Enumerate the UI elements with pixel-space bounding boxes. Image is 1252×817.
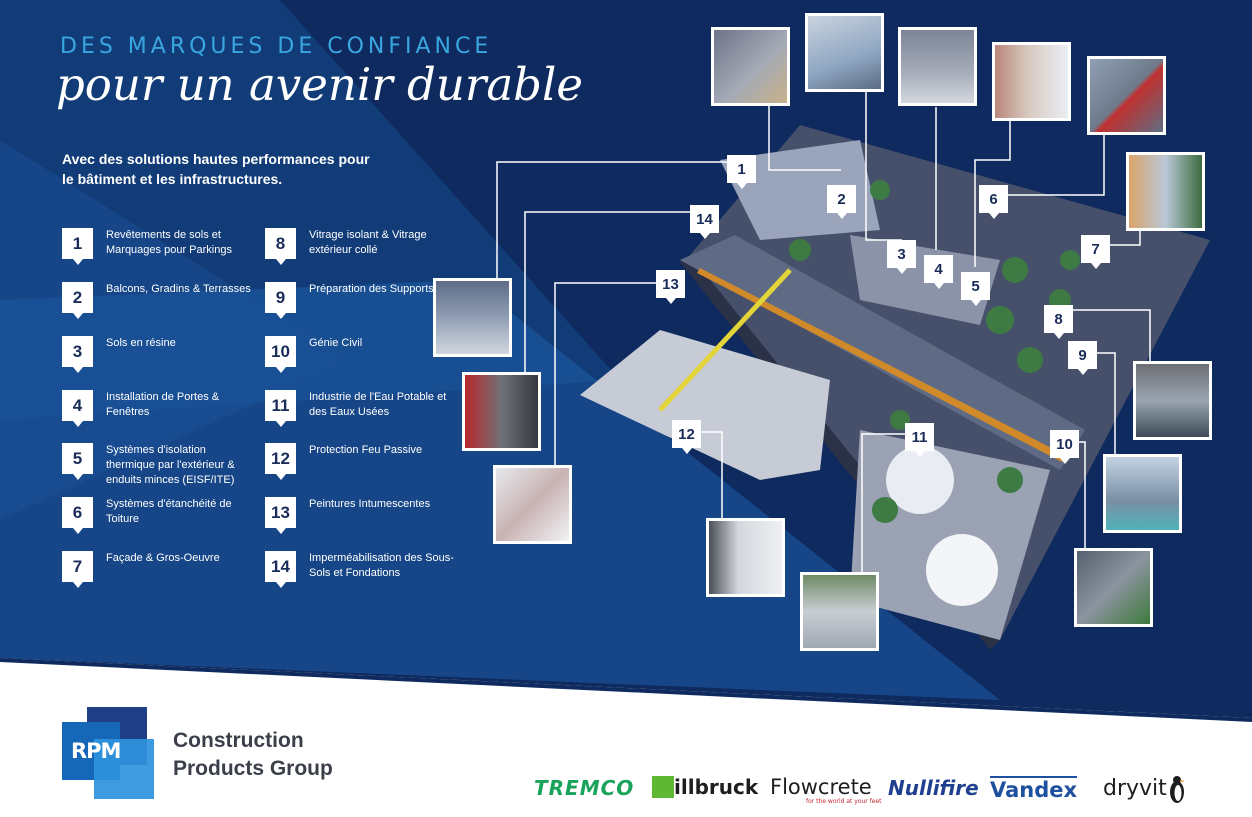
- thumbnail-roof-helipad: [1087, 56, 1166, 135]
- legend-label: Revêtements de sols et Marquages pour Pa…: [106, 229, 232, 256]
- legend-badge: 7: [62, 551, 93, 588]
- callout-13: 13: [656, 270, 685, 304]
- legend-badge: 10: [265, 336, 296, 373]
- legend-label: Préparation des Supports: [309, 283, 434, 295]
- thumbnail-facade: [1126, 152, 1205, 231]
- callout-4: 4: [924, 255, 953, 289]
- legend-item-3: 3 Sols en résine: [62, 336, 262, 386]
- callout-9: 9: [1068, 341, 1097, 375]
- brand-flowcrete-tagline: for the world at your feet: [806, 798, 882, 805]
- thumbnail-water-tank: [800, 572, 879, 651]
- brand-flowcrete: Flowcrete: [770, 775, 872, 799]
- legend-label: Sols en résine: [106, 337, 176, 349]
- thumbnail-steel-structure: [493, 465, 572, 544]
- legend-item-4: 4 Installation de Portes & Fenêtres: [62, 390, 262, 440]
- legend-label: Vitrage isolant & Vitrage extérieur coll…: [309, 229, 427, 256]
- legend-label: Façade & Gros-Oeuvre: [106, 552, 220, 564]
- legend-badge: 5: [62, 443, 93, 480]
- legend-item-12: 12 Protection Feu Passive: [265, 443, 465, 493]
- legend-label: Génie Civil: [309, 337, 363, 349]
- brand-illbruck-wrap: illbruck: [652, 776, 758, 798]
- brand-vandex: Vandex: [990, 776, 1078, 802]
- logo-text: RPM: [71, 739, 121, 763]
- callout-7: 7: [1081, 235, 1110, 269]
- callout-6: 6: [979, 185, 1008, 219]
- legend-badge: 6: [62, 497, 93, 534]
- headline: pour un avenir durable: [56, 58, 583, 111]
- thumbnail-civil-engineering: [1074, 548, 1153, 627]
- intro-text: Avec des solutions hautes performances p…: [62, 151, 370, 187]
- illbruck-mark-icon: [652, 776, 674, 798]
- legend-item-6: 6 Systèmes d'étanchéité de Toiture: [62, 497, 262, 547]
- penguin-icon: [1169, 776, 1185, 803]
- company-name: Construction Products Group: [173, 727, 373, 783]
- thumbnail-basement: [433, 278, 512, 357]
- thumbnail-parking-floor: [711, 27, 790, 106]
- thumbnail-balcony: [805, 13, 884, 92]
- legend-badge: 13: [265, 497, 296, 534]
- company-name-line-2: Products Group: [173, 757, 333, 780]
- legend-label: Industrie de l'Eau Potable et des Eaux U…: [309, 391, 447, 418]
- callout-1: 1: [727, 155, 756, 189]
- legend-item-7: 7 Façade & Gros-Oeuvre: [62, 551, 262, 601]
- logo-square: [94, 739, 154, 799]
- callout-12: 12: [672, 420, 701, 454]
- legend-item-2: 2 Balcons, Gradins & Terrasses: [62, 282, 262, 332]
- company-name-line-1: Construction: [173, 729, 304, 752]
- brand-tremco: TREMCO: [534, 776, 635, 800]
- callout-3: 3: [887, 240, 916, 274]
- legend-item-11: 11 Industrie de l'Eau Potable et des Eau…: [265, 390, 465, 440]
- brand-nullifire: Nullifire: [888, 776, 979, 800]
- leader-lines: [496, 92, 1151, 572]
- kicker-title: DES MARQUES DE CONFIANCE: [60, 34, 493, 59]
- legend-badge: 14: [265, 551, 296, 588]
- legend-label: Balcons, Gradins & Terrasses: [106, 283, 251, 295]
- site-isometric-illustration: [580, 125, 1210, 650]
- legend-badge: 2: [62, 282, 93, 319]
- legend-label: Systèmes d'étanchéité de Toiture: [106, 498, 232, 525]
- legend-item-13: 13 Peintures Intumescentes: [265, 497, 465, 547]
- brand-dryvit-wrap: dryvit: [1103, 774, 1187, 804]
- thumbnail-glazing: [1133, 361, 1212, 440]
- legend-label: Imperméabilisation des Sous-Sols et Fond…: [309, 552, 454, 579]
- legend-label: Installation de Portes & Fenêtres: [106, 391, 220, 418]
- legend-item-14: 14 Imperméabilisation des Sous-Sols et F…: [265, 551, 465, 601]
- thumbnail-fire-protection: [706, 518, 785, 597]
- legend-badge: 9: [265, 282, 296, 319]
- brand-dryvit: dryvit: [1103, 776, 1167, 801]
- legend-item-8: 8 Vitrage isolant & Vitrage extérieur co…: [265, 228, 465, 278]
- legend-label: Systèmes d'isolation thermique par l'ext…: [106, 444, 235, 486]
- legend-badge: 4: [62, 390, 93, 427]
- callout-8: 8: [1044, 305, 1073, 339]
- thumbnail-tunnel-train: [462, 372, 541, 451]
- legend-label: Peintures Intumescentes: [309, 498, 431, 510]
- legend-badge: 11: [265, 390, 296, 427]
- callout-14: 14: [690, 205, 719, 239]
- thumbnail-resin-floor: [898, 27, 977, 106]
- callout-11: 11: [905, 423, 934, 457]
- legend-badge: 12: [265, 443, 296, 480]
- legend-item-10: 10 Génie Civil: [265, 336, 465, 386]
- legend-item-9: 9 Préparation des Supports: [265, 282, 465, 332]
- legend-item-1: 1 Revêtements de sols et Marquages pour …: [62, 228, 262, 278]
- legend-badge: 8: [265, 228, 296, 265]
- callout-10: 10: [1050, 430, 1079, 464]
- legend-badge: 1: [62, 228, 93, 265]
- brand-illbruck: illbruck: [674, 775, 759, 799]
- thumbnail-windows: [992, 42, 1071, 121]
- legend-item-5: 5 Systèmes d'isolation thermique par l'e…: [62, 443, 262, 493]
- legend-badge: 3: [62, 336, 93, 373]
- callout-2: 2: [827, 185, 856, 219]
- rpm-logo: RPM: [62, 707, 154, 799]
- legend-label: Protection Feu Passive: [309, 444, 423, 456]
- brand-flowcrete-wrap: Flowcrete for the world at your feet: [770, 776, 882, 805]
- callout-5: 5: [961, 272, 990, 306]
- thumbnail-substrate-prep: [1103, 454, 1182, 533]
